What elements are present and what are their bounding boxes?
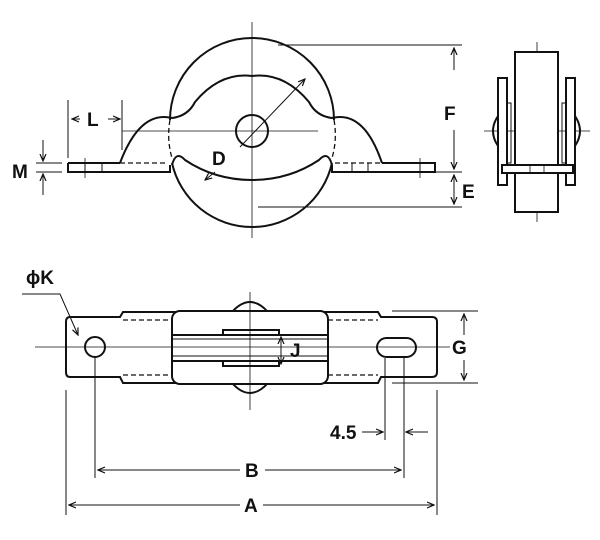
dim-label-l: L	[87, 110, 99, 131]
dim-label-g: G	[452, 338, 467, 359]
dim-label-j: J	[290, 341, 301, 362]
dim-label-f: F	[444, 104, 456, 125]
dim-label-m: M	[12, 162, 28, 183]
dim-label-d: D	[212, 149, 226, 170]
bottom-view: ϕK J G 4.5 B A	[22, 268, 478, 517]
dim-label-a: A	[244, 496, 258, 517]
dim-label-slot-offset: 4.5	[330, 423, 357, 444]
dim-label-b: B	[245, 461, 259, 482]
side-view	[484, 42, 590, 222]
dim-label-k: ϕK	[26, 268, 54, 289]
dim-label-e: E	[462, 182, 475, 203]
front-view: D L M F E	[12, 22, 475, 238]
